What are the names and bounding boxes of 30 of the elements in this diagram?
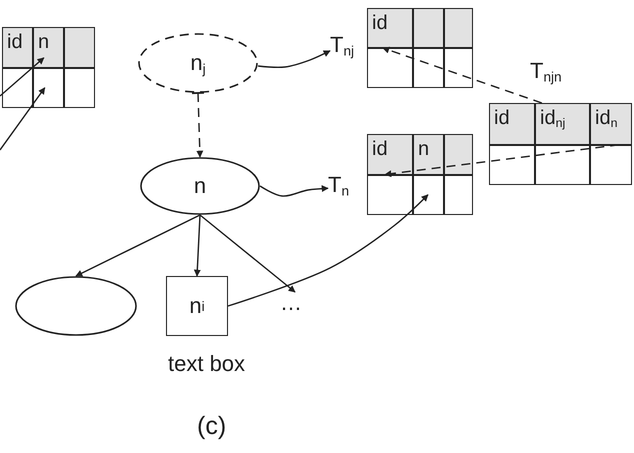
column-header: n — [418, 138, 430, 160]
dashed-arrow — [191, 92, 205, 158]
table — [367, 134, 473, 215]
arrow — [260, 185, 329, 197]
table — [367, 8, 473, 88]
caption-text: T$_{njn}$ — [530, 60, 562, 84]
arrow — [200, 214, 296, 293]
column-header: id$_{nj}$ — [540, 107, 566, 131]
table — [489, 103, 632, 185]
column-header: id — [494, 107, 510, 129]
dashed-arrow — [382, 46, 542, 104]
caption-text: text box — [168, 353, 246, 375]
node-label: … — [280, 290, 302, 315]
node-label: T$_{n}$ — [328, 172, 350, 197]
column-header: id — [7, 31, 23, 53]
table — [2, 27, 95, 108]
arrow — [194, 214, 201, 277]
node-label: n — [194, 173, 206, 199]
arrow — [75, 214, 200, 277]
node-label: T$_{nj}$ — [330, 32, 354, 57]
column-header: id$_{n}$ — [595, 107, 618, 131]
figure-caption: (c) — [197, 414, 226, 439]
column-header: n — [38, 31, 50, 53]
arrow — [228, 194, 428, 307]
column-header: id — [372, 138, 388, 160]
arrow — [258, 50, 331, 68]
arrow — [0, 87, 46, 150]
node-label: n$_{j}$ — [190, 50, 206, 76]
column-header: id — [372, 12, 388, 34]
arrow — [0, 57, 44, 97]
